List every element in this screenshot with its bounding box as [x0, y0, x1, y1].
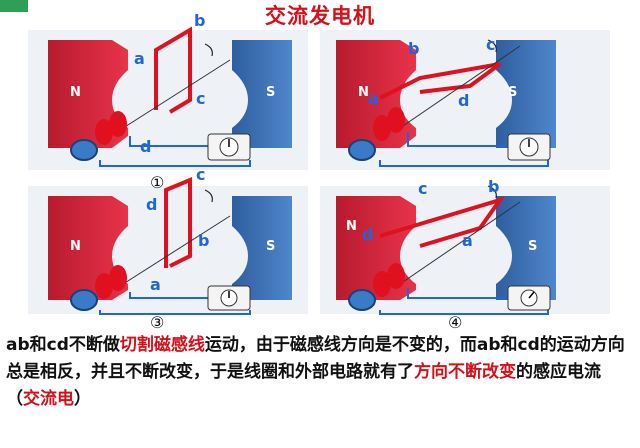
marker-3: ③	[150, 313, 164, 330]
label-d: d	[146, 195, 157, 214]
caption-part: ）	[74, 389, 91, 409]
south-label: S	[266, 85, 275, 100]
generator-diagram: N S b a c d N S	[0, 0, 640, 330]
panel-2: N S b c a d	[320, 30, 610, 170]
north-label: N	[346, 219, 357, 234]
label-d: d	[362, 225, 373, 244]
brush	[71, 290, 97, 310]
label-c: c	[196, 165, 205, 184]
marker-4: ④	[448, 313, 462, 330]
south-label: S	[266, 239, 275, 254]
label-a: a	[150, 275, 161, 294]
panel-4: N S c b d a	[320, 177, 610, 314]
south-label: S	[508, 85, 517, 100]
slip-ring	[373, 271, 391, 297]
panel-marker: ①	[150, 173, 164, 192]
caption-highlight: 切割磁感线	[120, 335, 205, 355]
label-b: b	[488, 177, 499, 196]
brush	[349, 290, 375, 310]
caption-highlight: 交流电	[23, 389, 74, 409]
label-d: d	[458, 91, 469, 110]
label-b: b	[198, 231, 209, 250]
slip-ring	[373, 115, 391, 141]
brush	[71, 140, 97, 160]
north-label: N	[70, 239, 81, 254]
caption-highlight: 方向不断改变	[414, 362, 516, 382]
label-c: c	[486, 35, 495, 54]
label-d: d	[140, 137, 151, 156]
label-a: a	[368, 89, 379, 108]
caption-part: ab和cd不断做	[6, 335, 120, 355]
label-b: b	[194, 11, 205, 30]
slip-ring	[95, 119, 113, 145]
label-c: c	[418, 179, 427, 198]
slip-ring	[95, 273, 113, 299]
panel-1: N S b a c d	[28, 11, 308, 170]
north-label: N	[70, 85, 81, 100]
label-a: a	[134, 49, 145, 68]
panel-3: N S ① c d b a	[28, 165, 308, 314]
label-c: c	[196, 89, 205, 108]
label-b: b	[408, 39, 419, 58]
south-label: S	[528, 239, 537, 254]
caption-text: ab和cd不断做切割磁感线运动，由于磁感线方向是不变的，而ab和cd的运动方向总…	[6, 332, 632, 413]
brush	[349, 140, 375, 160]
label-a: a	[462, 231, 473, 250]
